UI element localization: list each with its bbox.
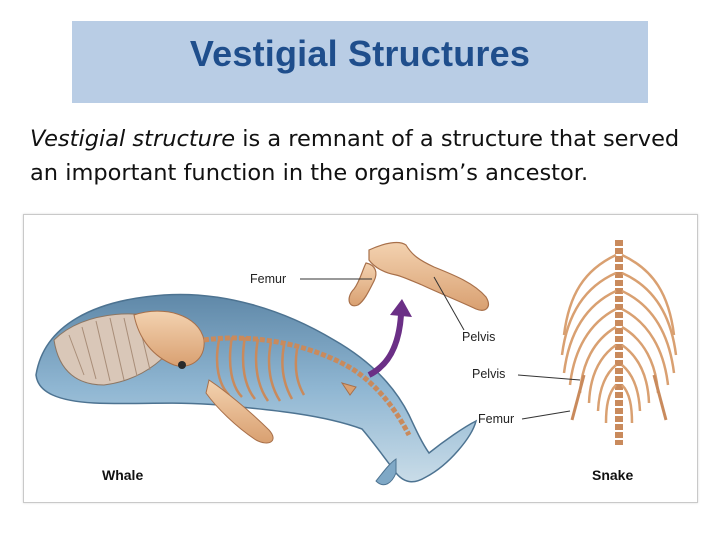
snake-skeleton: [560, 240, 678, 445]
evolution-arrow-icon: [367, 299, 412, 378]
whale-flipper: [205, 379, 274, 444]
definition-line-1: is a remnant of a structure that served: [235, 126, 680, 152]
definition-text: Vestigial structure is a remnant of a st…: [30, 122, 700, 190]
label-snake-pelvis: Pelvis: [472, 367, 505, 381]
slide-title: Vestigial Structures: [189, 33, 531, 74]
title-bar: Vestigial Structures: [72, 21, 648, 103]
caption-snake: Snake: [592, 467, 633, 483]
definition-line-2: an important function in the organism’s …: [30, 160, 589, 186]
figure-labels: Femur Pelvis Pelvis Femur Whale Snake: [102, 272, 633, 483]
caption-whale: Whale: [102, 467, 143, 483]
whale-illustration: [35, 293, 478, 486]
label-snake-femur: Femur: [478, 412, 514, 426]
definition-term: Vestigial structure: [30, 126, 236, 152]
whale-spine: [203, 335, 412, 437]
whale-eye: [178, 361, 186, 369]
vestigial-figure: Femur Pelvis Pelvis Femur Whale Snake: [23, 214, 698, 503]
whale-ribcage: [215, 336, 306, 402]
label-whale-pelvis: Pelvis: [462, 330, 495, 344]
label-whale-femur: Femur: [250, 272, 286, 286]
whale-vestigial-pelvis: [340, 382, 357, 396]
enlarged-pelvis-femur: [348, 241, 489, 311]
snake-vestigial-bone-right: [652, 374, 668, 421]
vestigial-illustration: Femur Pelvis Pelvis Femur Whale Snake: [35, 240, 678, 486]
snake-vestigial-bone: [570, 374, 586, 421]
